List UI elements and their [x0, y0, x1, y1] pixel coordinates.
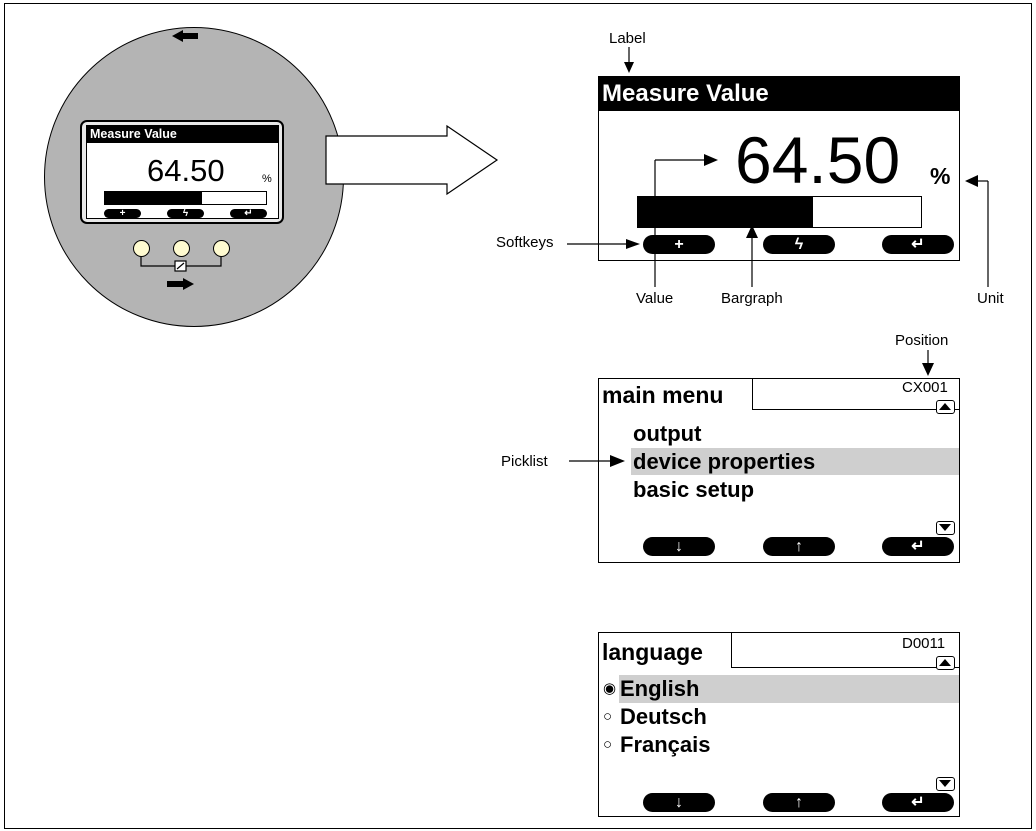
radio-selected-icon[interactable]: ◉ — [603, 680, 617, 697]
language-title-box — [731, 632, 960, 668]
device-led-button-right[interactable] — [213, 240, 230, 257]
radio-empty-icon[interactable]: ○ — [603, 736, 613, 753]
measure-screen-title: Measure Value — [599, 77, 959, 111]
scroll-up-icon[interactable] — [936, 656, 955, 670]
language-position-code: D0011 — [902, 635, 946, 652]
annotation-bargraph: Bargraph — [721, 290, 783, 307]
device-bargraph-fill — [105, 192, 202, 204]
device-softkey-enter[interactable]: ↵ — [230, 209, 267, 219]
softkey-down[interactable]: ↓ — [643, 793, 715, 812]
menu-item-device-properties[interactable]: device properties — [633, 449, 816, 474]
arrow-right-icon — [167, 278, 194, 290]
softkey-up[interactable]: ↑ — [763, 537, 835, 556]
measure-screen-bargraph — [637, 196, 922, 228]
device-display-bargraph — [104, 191, 267, 205]
softkey-esc[interactable]: ϟ — [763, 235, 835, 254]
annotation-unit: Unit — [977, 290, 1004, 307]
softkey-up[interactable]: ↑ — [763, 793, 835, 812]
measure-screen-value: 64.50 — [735, 123, 901, 197]
device-display-unit: % — [262, 173, 272, 185]
device-display-value: 64.50 — [147, 153, 225, 188]
device-softkey-esc[interactable]: ϟ — [167, 209, 204, 219]
picklist-highlight — [631, 448, 959, 475]
scroll-down-icon[interactable] — [936, 521, 955, 535]
annotation-label: Label — [609, 30, 646, 47]
figure-frame — [4, 3, 1032, 829]
softkey-enter[interactable]: ↵ — [882, 235, 954, 254]
device-led-button-middle[interactable] — [173, 240, 190, 257]
language-item-english[interactable]: English — [620, 676, 700, 701]
annotation-softkeys: Softkeys — [496, 234, 554, 251]
annotation-value: Value — [636, 290, 674, 307]
main-menu-title: main menu — [602, 382, 724, 408]
annotation-position: Position — [895, 332, 949, 349]
scroll-up-icon[interactable] — [936, 400, 955, 414]
language-item-deutsch[interactable]: Deutsch — [620, 704, 707, 729]
menu-item-basic-setup[interactable]: basic setup — [633, 477, 755, 502]
arrow-left-icon — [172, 30, 198, 42]
scroll-down-icon[interactable] — [936, 777, 955, 791]
measure-value-screen: Measure Value 64.50 % + ϟ ↵ — [598, 76, 960, 261]
device-display: Measure Value 64.50 % + ϟ ↵ — [86, 125, 279, 219]
measure-screen-unit: % — [930, 163, 951, 189]
annotation-picklist: Picklist — [501, 453, 548, 470]
device-display-title: Measure Value — [87, 126, 278, 143]
menu-item-output[interactable]: output — [633, 421, 702, 446]
softkey-enter[interactable]: ↵ — [882, 537, 954, 556]
language-screen: language D0011 ◉ English ○ Deutsch ○ Fra… — [598, 632, 960, 817]
device-softkey-plus[interactable]: + — [104, 209, 141, 219]
main-menu-position-code: CX001 — [902, 379, 948, 396]
softkey-enter[interactable]: ↵ — [882, 793, 954, 812]
picklist-highlight — [619, 675, 959, 703]
main-menu-title-box — [752, 378, 960, 410]
measure-bargraph-fill — [638, 197, 814, 227]
language-item-francais[interactable]: Français — [620, 732, 711, 757]
language-title: language — [602, 639, 703, 665]
button-combo-bracket-icon — [140, 257, 222, 272]
device-led-button-left[interactable] — [133, 240, 150, 257]
softkey-plus[interactable]: + — [643, 235, 715, 254]
expand-arrow-icon — [325, 124, 499, 196]
softkey-down[interactable]: ↓ — [643, 537, 715, 556]
radio-empty-icon[interactable]: ○ — [603, 708, 613, 725]
main-menu-screen: main menu CX001 output device properties… — [598, 378, 960, 563]
